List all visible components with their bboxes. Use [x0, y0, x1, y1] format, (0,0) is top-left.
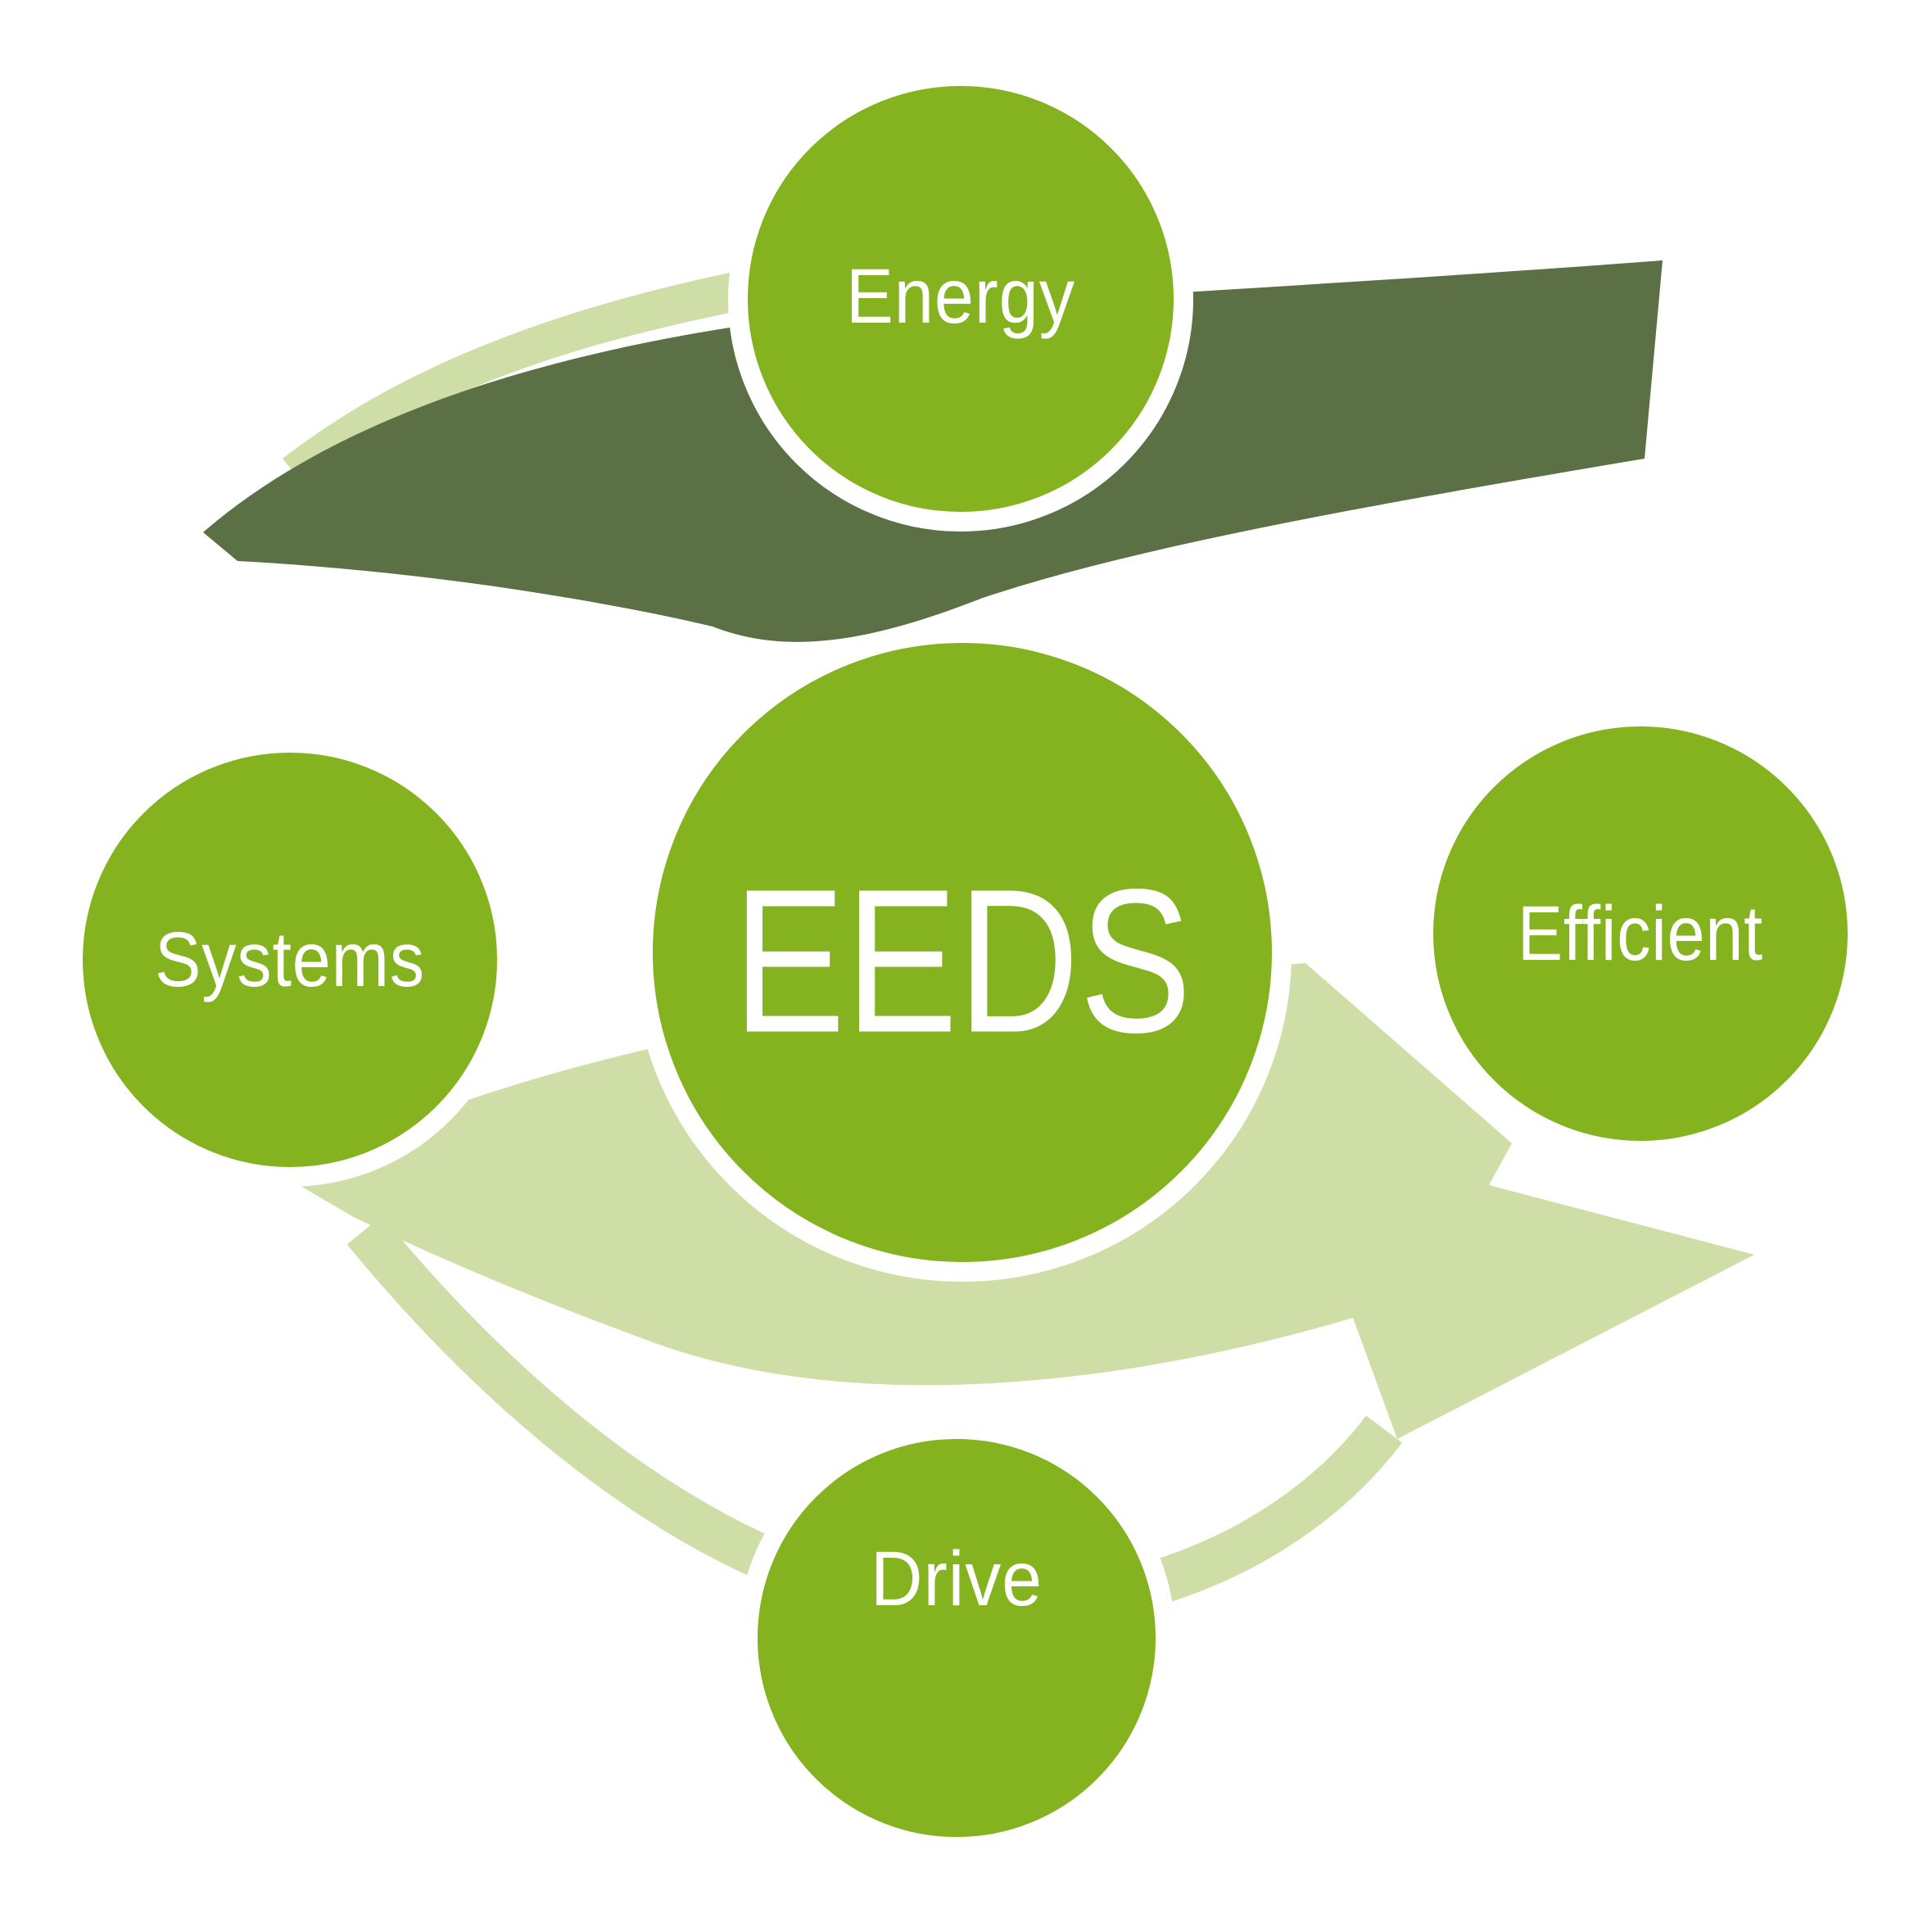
node-eeds-circle	[633, 623, 1292, 1282]
node-drive-label: Drive	[871, 1536, 1043, 1622]
node-systems-circle	[63, 733, 517, 1187]
node-systems-label: Systems	[155, 916, 425, 1003]
top-band-highlight-sliver	[283, 270, 745, 483]
node-efficient-circle	[1414, 707, 1867, 1161]
node-eeds-label: EEDS	[733, 847, 1192, 1075]
node-energy-label: Energy	[846, 253, 1075, 340]
node-systems: Systems	[63, 733, 517, 1187]
node-energy: Energy	[728, 66, 1193, 532]
node-energy-circle	[728, 66, 1193, 532]
node-drive-circle	[738, 1419, 1175, 1857]
node-efficient-label: Efficient	[1518, 890, 1763, 977]
node-eeds: EEDS	[633, 623, 1292, 1282]
node-efficient: Efficient	[1414, 707, 1867, 1161]
node-drive: Drive	[738, 1419, 1175, 1857]
